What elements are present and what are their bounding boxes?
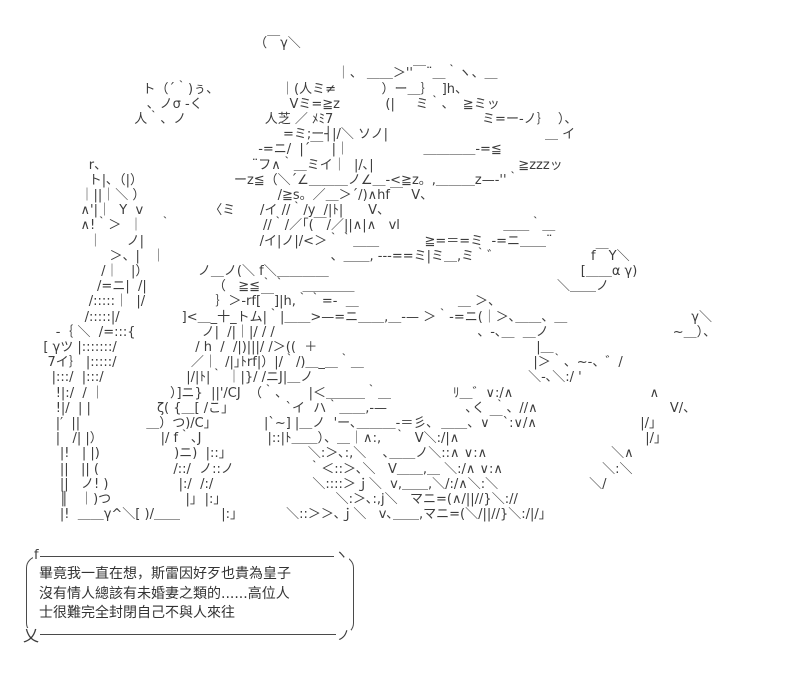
ascii-art: （￣γ＼ ｜、 ＿＿＞''￣¨＿｀ヽ、＿ ト（´｀)ぅ、 ｜(人ミ≠ ）ー＿｝ …: [43, 36, 717, 523]
bubble-corner-bottom-left-glyph: 乂: [22, 625, 41, 645]
dialogue-bubble: f ヽ 乂 ノ 畢竟我一直在想，斯雷因好歹也貴為皇子 沒有情人總該有未婚妻之類的…: [22, 549, 354, 644]
bubble-corner-top-right-glyph: ヽ: [333, 548, 349, 563]
dialogue-line-1: 畢竟我一直在想，斯雷因好歹也貴為皇子: [39, 566, 291, 582]
dialogue-line-3: 士很難完全封閉自己不與人來往: [39, 605, 235, 621]
bubble-corner-top-left-glyph: f: [33, 548, 40, 563]
bubble-corner-bottom-right-glyph: ノ: [335, 628, 351, 644]
dialogue-line-2: 沒有情人總該有未婚妻之類的......高位人: [39, 585, 290, 602]
